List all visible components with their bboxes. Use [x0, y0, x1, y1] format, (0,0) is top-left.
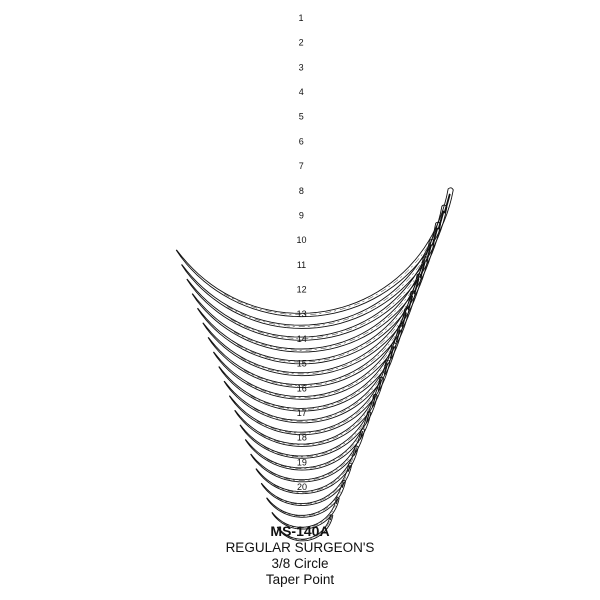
needle-shading — [253, 362, 389, 422]
needle-11 — [229, 359, 391, 436]
needle-size-label: 4 — [299, 87, 304, 97]
needle-shading — [270, 442, 360, 481]
needle-type: REGULAR SURGEON'S — [225, 540, 375, 555]
needle-9 — [218, 325, 403, 412]
needle-size-label: 15 — [297, 359, 307, 369]
needle-eye — [335, 498, 339, 505]
model-number: MS-140A — [270, 523, 330, 539]
needle-shading — [257, 378, 383, 434]
needle-eye — [443, 193, 451, 214]
needle-20 — [276, 514, 334, 542]
needle-6 — [202, 273, 423, 377]
needle-eye — [407, 295, 414, 311]
needle-shading — [283, 505, 336, 529]
needle-18 — [266, 479, 346, 518]
needle-size-label: 20 — [297, 482, 307, 492]
needle-size-label: 8 — [299, 186, 304, 196]
needle-shading — [286, 521, 330, 541]
needle-7 — [207, 290, 416, 388]
needle-size-label: 17 — [297, 408, 307, 418]
needle-shading — [276, 473, 348, 505]
needle-shading — [243, 315, 407, 387]
needle-point: Taper Point — [265, 572, 335, 587]
needle-eye — [347, 464, 351, 472]
needle-shading — [247, 331, 401, 398]
needle-15 — [250, 428, 365, 483]
needle-curvature: 3/8 Circle — [271, 556, 329, 571]
needle-8 — [213, 307, 410, 400]
needle-shading — [237, 283, 419, 363]
needle-size-label: 12 — [297, 285, 307, 295]
needle-13 — [239, 393, 378, 459]
needle-eye — [329, 515, 332, 521]
needle-1 — [175, 187, 454, 318]
needle-eye — [353, 447, 357, 456]
needle-size-label: 3 — [299, 62, 304, 72]
needle-shading — [266, 426, 366, 469]
needle-eye — [395, 329, 401, 343]
needle-size-label: 18 — [297, 433, 307, 443]
needle-size-label: 5 — [299, 112, 304, 122]
needle-12 — [234, 376, 384, 447]
needle-eye — [377, 380, 382, 392]
needle-shading — [227, 236, 436, 327]
needle-eye — [359, 431, 364, 440]
needle-17 — [260, 462, 353, 506]
needle-shading — [263, 410, 372, 458]
needle-eye — [371, 397, 376, 408]
needle-2 — [181, 204, 448, 329]
needle-4 — [191, 238, 435, 353]
needle-size-label: 10 — [296, 235, 306, 245]
needle-shading — [273, 457, 354, 493]
needle-shading — [230, 252, 430, 339]
needle-eye — [389, 346, 395, 359]
needle-size-label: 1 — [298, 13, 303, 23]
needle-shading — [280, 489, 342, 517]
needle-eye — [383, 363, 389, 375]
needle-size-label: 19 — [297, 457, 307, 467]
needle-shading — [260, 394, 377, 446]
needle-eye — [437, 210, 445, 230]
needle-14 — [244, 411, 372, 471]
needle-shading — [233, 267, 425, 351]
needle-size-label: 7 — [299, 161, 304, 171]
needle-eye — [413, 278, 420, 295]
needle-5 — [197, 256, 429, 365]
needle-eye — [341, 481, 345, 488]
needle-16 — [255, 445, 359, 495]
needle-size-label: 11 — [297, 260, 306, 270]
needle-size-label: 6 — [299, 136, 304, 146]
needle-size-label: 13 — [297, 309, 307, 319]
needle-size-label: 16 — [297, 383, 307, 393]
needle-eye — [365, 414, 370, 424]
needle-19 — [271, 497, 340, 530]
needle-shading — [223, 220, 442, 316]
needle-size-label: 2 — [299, 38, 304, 48]
needle-eye — [401, 312, 407, 327]
needle-size-label: 9 — [299, 211, 304, 221]
needle-eye — [431, 227, 439, 246]
needle-3 — [186, 221, 442, 341]
needle-shading — [240, 299, 413, 375]
needle-10 — [223, 342, 397, 424]
needle-size-label: 14 — [297, 334, 307, 344]
